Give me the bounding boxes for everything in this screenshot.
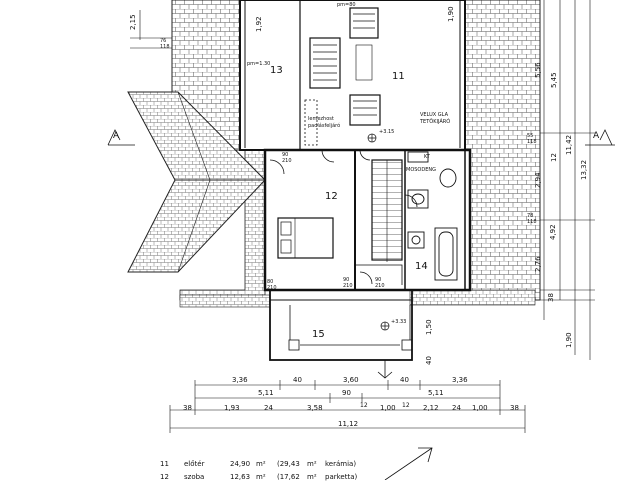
section-label-left: A: [113, 131, 120, 141]
dim-label: 12: [360, 402, 368, 409]
opening-dim: 1,90: [447, 6, 455, 22]
opening-dim: 1,92: [255, 16, 263, 32]
elevation-markers: [367, 133, 390, 331]
dim-label: 2,12: [423, 404, 439, 412]
opening-dim: 55: [527, 133, 534, 139]
opening-dim: 118: [160, 44, 170, 50]
dim-label: 1,00: [380, 404, 396, 412]
north-arrow-icon: [384, 447, 433, 480]
bathroom-fixtures: [407, 151, 458, 281]
walls: [239, 0, 472, 361]
opening-dim: 118: [527, 139, 537, 145]
note-velux-2: TETŐKIJÁRÓ: [420, 119, 451, 125]
balcony-railing: [288, 305, 413, 351]
room-number-15: 15: [312, 329, 325, 340]
dim-label: 5,11: [428, 389, 444, 397]
legend-finish: parketta): [325, 473, 358, 481]
opening-dim: 76: [160, 38, 167, 44]
elevation-label-1: +3.15: [379, 129, 395, 135]
dim-label: 5,45: [550, 72, 558, 88]
dim-label: 3,36: [452, 376, 468, 384]
dim-label: 38: [547, 293, 555, 302]
note-velux-1: VELUX GLA: [420, 112, 448, 118]
dim-label: 3,58: [307, 404, 323, 412]
dim-label: 1,90: [565, 332, 573, 348]
legend-room-no: 11: [160, 460, 169, 468]
dim-label: 24: [452, 404, 461, 412]
note-pm-left: pm=1.30: [247, 61, 271, 67]
legend-unit: m²: [307, 473, 317, 481]
dormer-roof: [127, 91, 266, 273]
dim-label: 5,11: [258, 389, 274, 397]
note-pm-top: pm=80: [337, 2, 356, 8]
opening-dim: 40: [425, 356, 433, 365]
dimension-lines: [130, 0, 595, 433]
legend-room-name: előtér: [184, 460, 205, 468]
dim-label: 2,76: [534, 256, 542, 272]
section-label-right: A: [593, 131, 600, 141]
dim-label: 3,36: [232, 376, 248, 384]
dim-label: 40: [293, 376, 302, 384]
opening-dim: 80: [267, 279, 274, 285]
opening-dim: 78: [527, 213, 534, 219]
room-number-13: 13: [270, 65, 283, 76]
dim-total: 11,12: [338, 420, 359, 428]
legend-unit: m²: [256, 460, 266, 468]
dim-label: 2,94: [534, 172, 542, 188]
opening-dim: 90: [282, 152, 289, 158]
dim-label: 1,93: [224, 404, 240, 412]
dim-label: 4,92: [549, 224, 557, 240]
legend-finish: kerámia): [325, 460, 357, 468]
room-number-14: 14: [415, 261, 428, 272]
note-lemezhost: lemezhost: [308, 116, 334, 122]
dim-label: 11,42: [565, 134, 573, 155]
dim-label: 5,56: [534, 62, 542, 78]
legend-extra: (17,62: [277, 473, 300, 481]
opening-dim: 1,50: [425, 319, 433, 335]
legend-unit: m²: [307, 460, 317, 468]
door-swings: [269, 149, 418, 285]
note-mosodeng: MOSODENG: [406, 167, 436, 173]
dim-label: 90: [342, 389, 351, 397]
dim-label: 12: [550, 153, 558, 162]
legend-extra: (29,43: [277, 460, 300, 468]
opening-dim: 90: [375, 277, 382, 283]
elevation-label-2: +3.33: [391, 319, 407, 325]
opening-dim: 90: [343, 277, 350, 283]
furniture: [277, 99, 334, 259]
room-number-12: 12: [325, 191, 338, 202]
room-number-11: 11: [392, 71, 405, 82]
legend-room-name: szoba: [184, 473, 205, 481]
opening-dim: 210: [267, 285, 277, 291]
dim-label: 38: [510, 404, 519, 412]
dim-label: 3,60: [343, 376, 359, 384]
dim-label: 24: [264, 404, 273, 412]
opening-dim: 210: [282, 158, 292, 164]
note-padlasfeljaro: padlásfeljáró: [308, 123, 341, 129]
dim-label: 13,32: [580, 159, 588, 180]
legend-room-area: 24,90: [230, 460, 251, 468]
opening-dim: 210: [375, 283, 385, 289]
dim-label: 38: [183, 404, 192, 412]
staircase: [355, 159, 403, 285]
velux-windows: [309, 7, 381, 126]
legend-unit: m²: [256, 473, 266, 481]
opening-dim: 118: [527, 219, 537, 225]
legend-room-area: 12,63: [230, 473, 251, 481]
dim-label: 40: [400, 376, 409, 384]
dim-label: 12: [402, 402, 410, 409]
note-kt: KT: [424, 154, 430, 160]
dim-label: 2,15: [129, 14, 137, 30]
opening-dim: 210: [343, 283, 353, 289]
legend-room-no: 12: [160, 473, 169, 481]
dim-label: 1,00: [472, 404, 488, 412]
section-marks: [107, 129, 615, 379]
